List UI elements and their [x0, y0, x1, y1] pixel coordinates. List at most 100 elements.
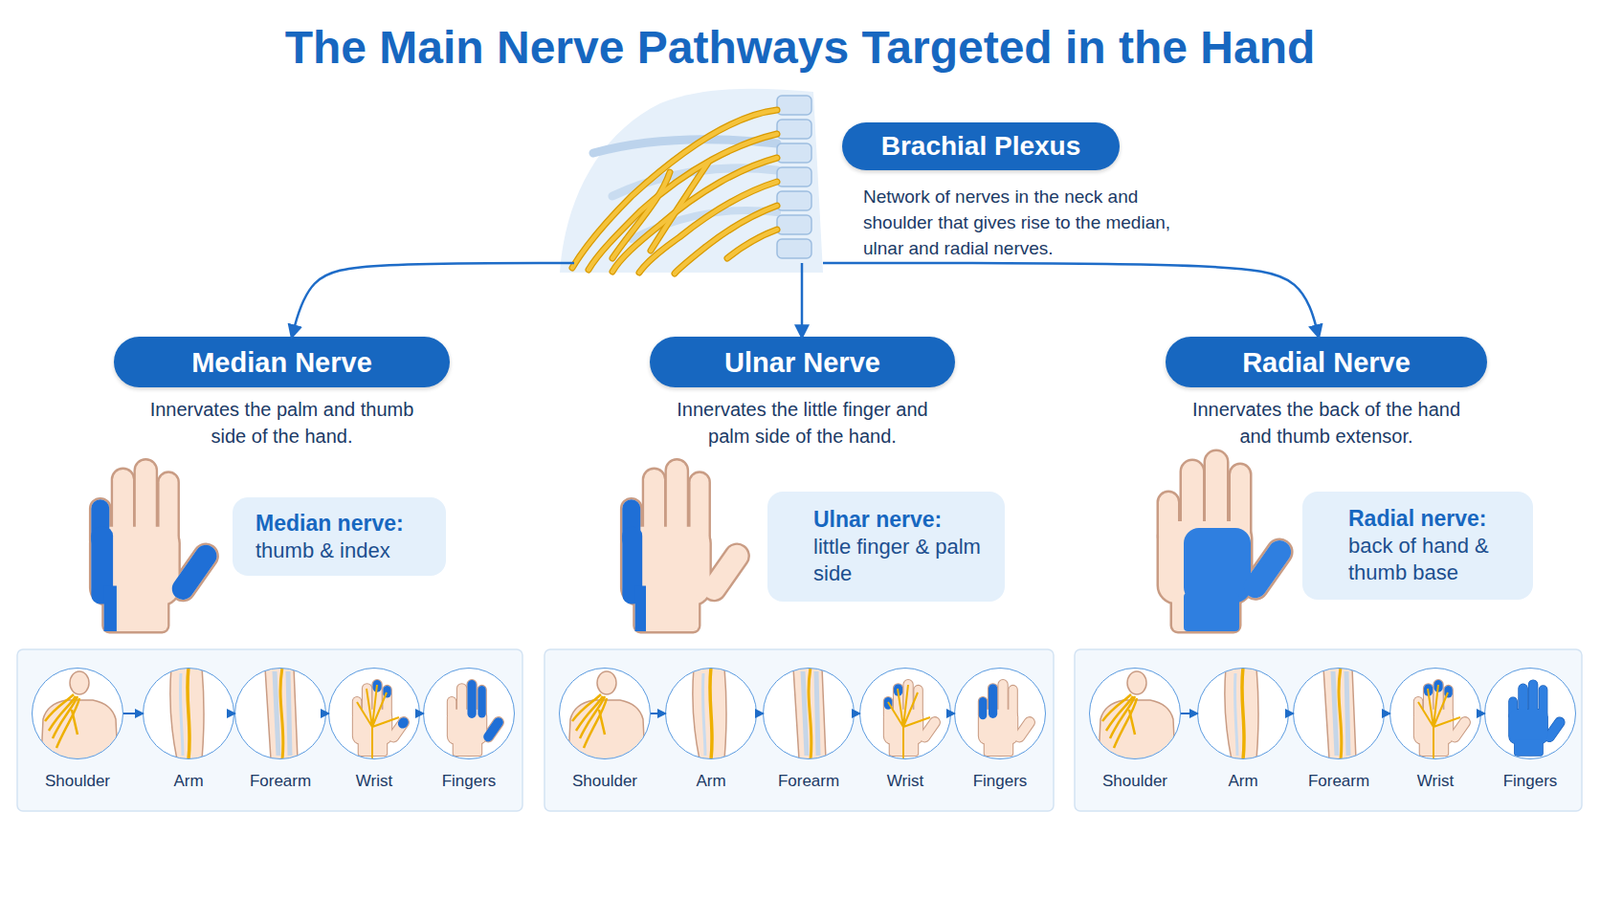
- stage-illustration: [447, 680, 506, 756]
- pathway-panel: [544, 649, 1054, 812]
- node-body: back of hand & thumb base: [1348, 533, 1511, 587]
- connector-arrow: [1384, 712, 1390, 715]
- stage-illustration: [1197, 667, 1289, 760]
- node-heading: Shoulder: [44, 772, 111, 792]
- node-heading: Wrist: [1417, 772, 1454, 792]
- stage-illustration: [1509, 680, 1567, 756]
- stage-illustration: [692, 667, 727, 760]
- ulnar-hand: [622, 499, 646, 632]
- node-heading: Ulnar nerve:: [813, 506, 982, 534]
- stage-illustration: [477, 686, 486, 719]
- stage-illustration: [234, 667, 327, 760]
- connector-arrow: [822, 263, 1319, 337]
- stage-illustration: [1197, 667, 1289, 760]
- stage-illustration: [1088, 667, 1181, 760]
- stage-illustration: [558, 667, 651, 760]
- nerve-pill: Radial NerveInnervates the back of the h…: [1165, 336, 1488, 388]
- node-heading: Forearm: [1308, 772, 1370, 792]
- stage-illustration: [31, 667, 124, 760]
- ulnar-hand: [622, 460, 753, 632]
- ulnar-hand: [622, 460, 753, 632]
- radial-hand: [1158, 451, 1296, 632]
- node-heading: Median Nerve: [191, 346, 373, 379]
- stage-illustration: [328, 667, 421, 760]
- pathway-panel: [17, 649, 523, 812]
- stage-illustration: [31, 667, 124, 760]
- brachial-plexus-illustration: [777, 191, 812, 211]
- node-body: Network of nerves in the neck and should…: [863, 183, 1189, 262]
- node-heading: Wrist: [355, 772, 393, 792]
- stage-circle: Fingers: [1484, 667, 1577, 760]
- stage-illustration: [1509, 680, 1567, 756]
- stage-illustration: [466, 680, 505, 744]
- stage-circle: Shoulder: [31, 667, 124, 760]
- stage-illustration: [1088, 667, 1181, 760]
- stage-circle: Arm: [1197, 667, 1289, 760]
- stage-illustration: [978, 680, 1037, 756]
- connector-arrow: [326, 712, 329, 715]
- stage-illustration: [665, 667, 757, 760]
- brachial-plexus-illustration: [572, 110, 778, 274]
- stage-circle: Wrist: [328, 667, 421, 760]
- median-hand: [104, 586, 117, 633]
- stage-illustration: [1098, 671, 1176, 760]
- diagram-title: The Main Nerve Pathways Targeted in the …: [0, 19, 1600, 77]
- stage-illustration: [1292, 667, 1385, 760]
- stage-illustration: [859, 667, 952, 760]
- stage-illustration: [328, 667, 421, 760]
- connector-arrow: [291, 263, 575, 337]
- stage-illustration: [265, 667, 298, 760]
- node-heading: Arm: [1227, 772, 1258, 792]
- stage-illustration: [41, 671, 118, 760]
- nerve-pill: Ulnar NerveInnervates the little finger …: [649, 336, 956, 388]
- node-heading: Ulnar Nerve: [724, 346, 881, 379]
- stage-illustration: [1414, 680, 1472, 756]
- stage-illustration: [762, 667, 855, 760]
- node-body: little finger & palm side: [813, 533, 982, 588]
- brachial-plexus-illustration: [559, 88, 823, 274]
- node-heading: Radial nerve:: [1348, 505, 1511, 534]
- radial-hand: [1183, 528, 1296, 632]
- radial-hand: [1183, 528, 1251, 603]
- stage-illustration: [372, 680, 410, 732]
- brachial-plexus-illustration: [572, 110, 778, 274]
- stage-illustration: [1414, 680, 1472, 756]
- stage-illustration: [762, 667, 855, 760]
- stage-illustration: [466, 680, 476, 719]
- radial-hand: [1239, 535, 1296, 602]
- connector-arrow: [951, 712, 955, 715]
- node-body: thumb & index: [255, 537, 423, 565]
- stage-illustration: [356, 685, 400, 760]
- brachial-plexus-illustration: [777, 95, 812, 115]
- stage-circle: Shoulder: [558, 667, 651, 760]
- stage-illustration: [142, 667, 235, 760]
- stage-illustration: [568, 671, 645, 760]
- callout-box: Radial nerve:back of hand & thumb base: [1302, 491, 1534, 600]
- stage-illustration: [1509, 680, 1567, 756]
- connector-arrow: [854, 712, 860, 715]
- stage-illustration: [888, 685, 931, 760]
- stage-illustration: [859, 667, 952, 760]
- stage-illustration: [665, 667, 757, 760]
- stage-illustration: [1389, 667, 1482, 760]
- connector-arrow: [1481, 712, 1485, 715]
- stage-illustration: [793, 667, 826, 760]
- brachial-plexus-illustration: [777, 239, 812, 259]
- stage-illustration: [884, 680, 942, 756]
- node-heading: Fingers: [1503, 772, 1558, 792]
- pathway-panel: [1074, 649, 1582, 812]
- node-heading: Forearm: [777, 772, 840, 792]
- stage-illustration: [234, 667, 327, 760]
- stage-circle: Fingers: [422, 667, 515, 760]
- node-heading: Fingers: [442, 772, 497, 792]
- stage-illustration: [422, 667, 515, 760]
- node-heading: Brachial Plexus: [842, 122, 1120, 171]
- stage-illustration: [353, 680, 411, 756]
- stage-circle: Forearm: [1292, 667, 1385, 760]
- node-body: Innervates the palm and thumb side of th…: [138, 396, 426, 450]
- stage-illustration: [422, 667, 515, 760]
- stage-illustration: [558, 667, 651, 760]
- connector-arrow: [420, 712, 423, 715]
- connector-arrow: [800, 263, 804, 337]
